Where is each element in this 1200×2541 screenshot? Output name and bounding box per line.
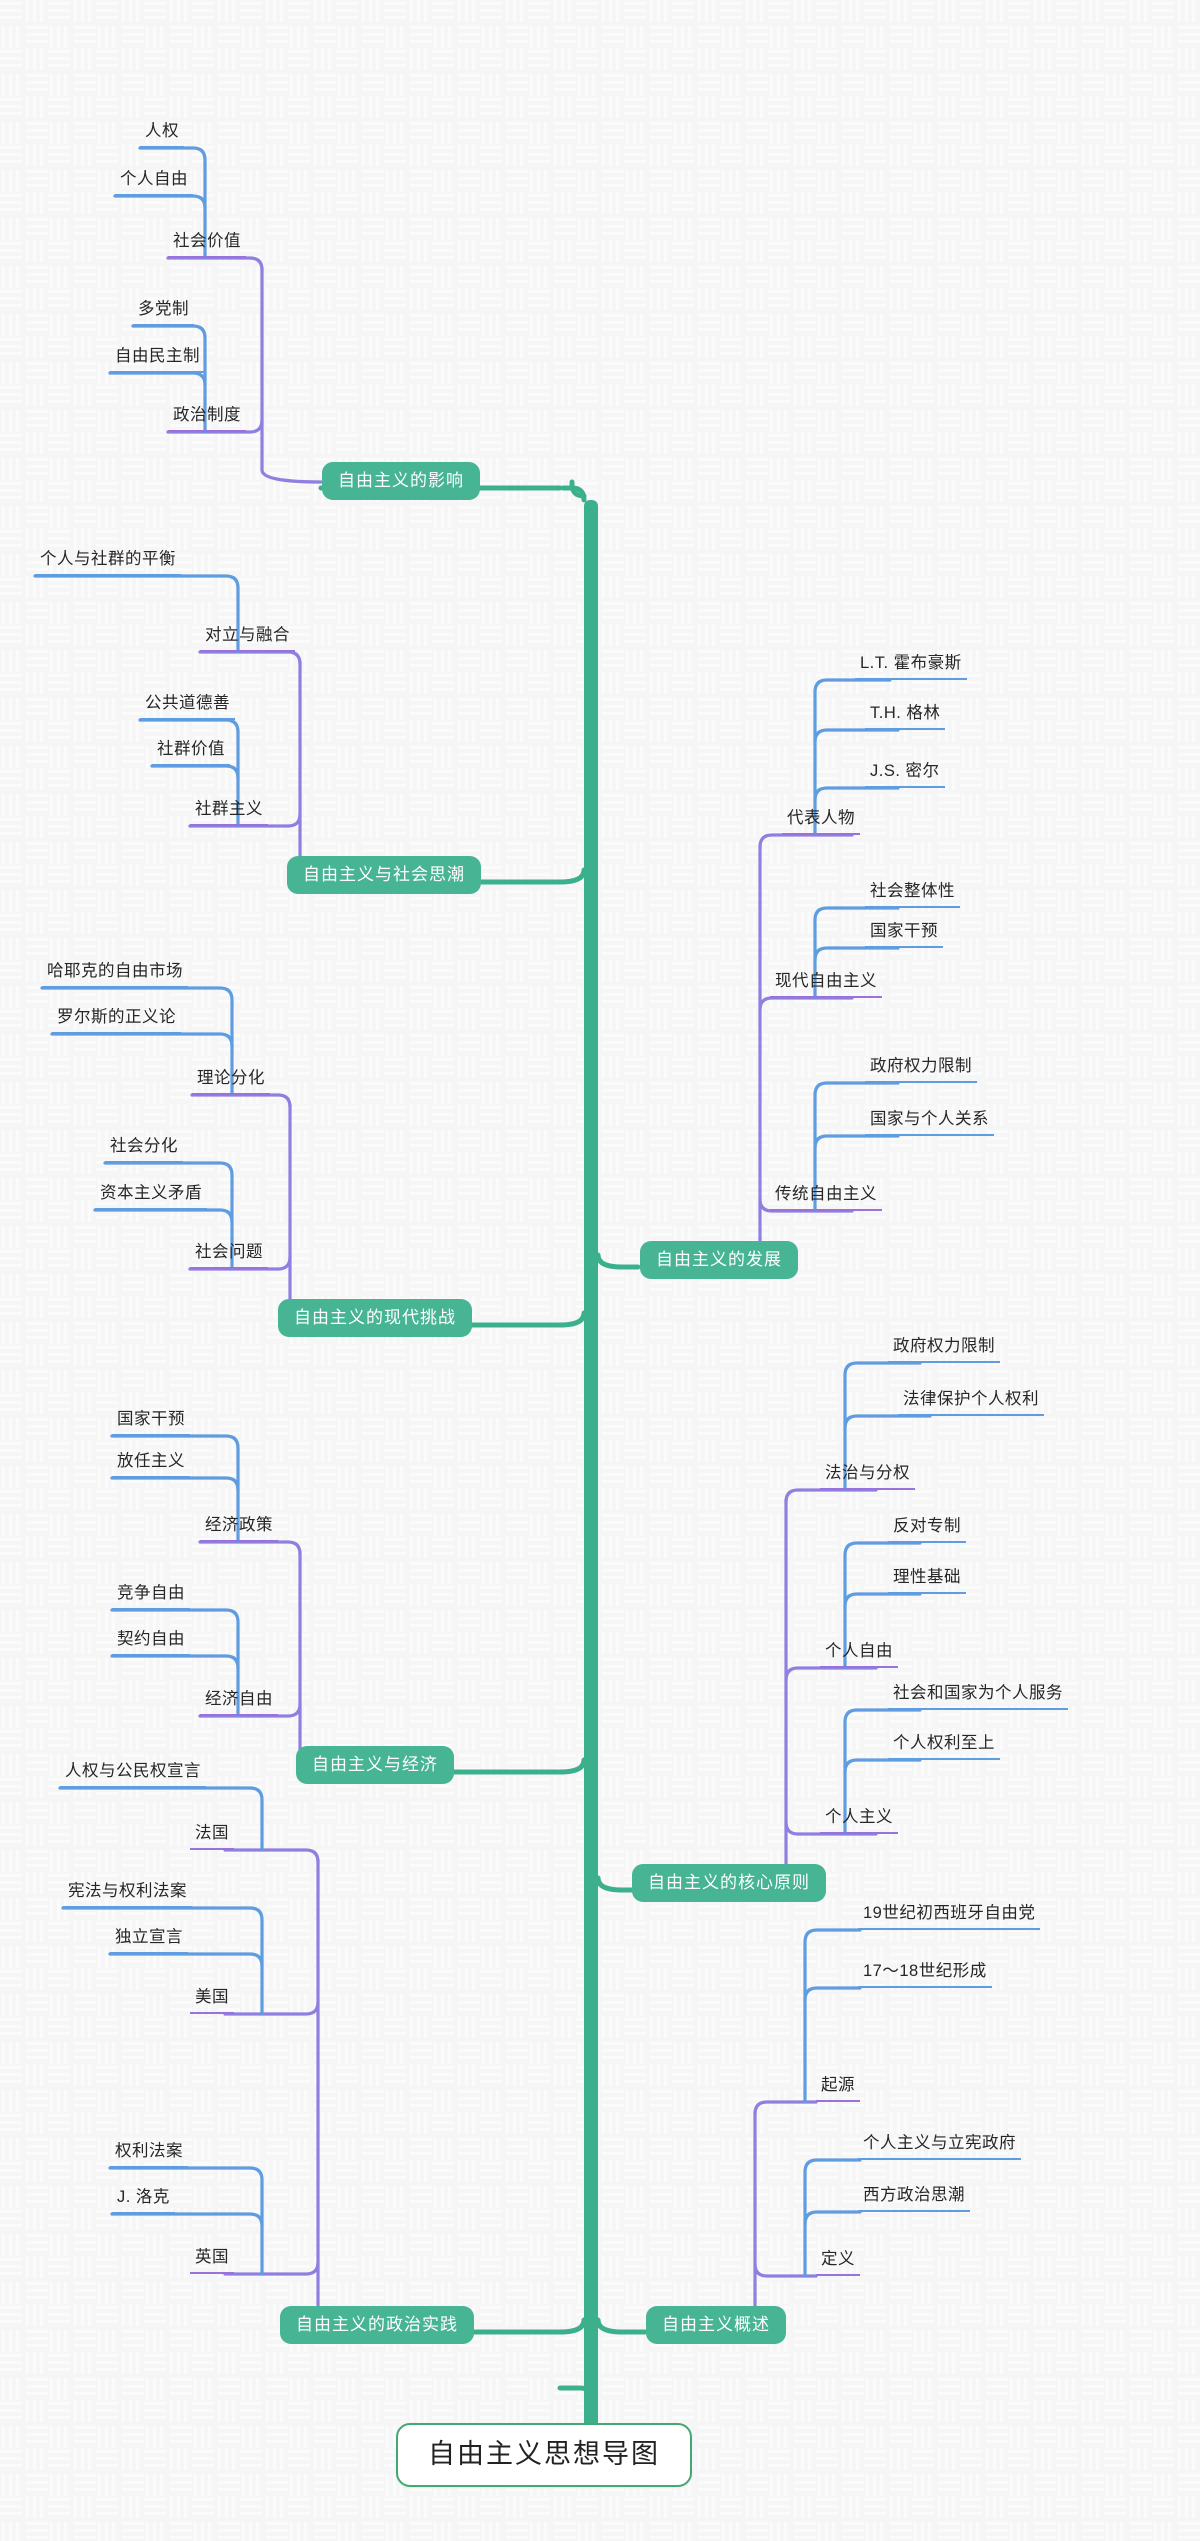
leaf-node-js-mill[interactable]: J.S. 密尔 [865, 762, 945, 788]
leaf-node-17-18-century[interactable]: 17～18世纪形成 [858, 1962, 992, 1988]
leaf-node-declaration-independence[interactable]: 独立宣言 [110, 1928, 188, 1954]
leaf-node-rational-basis[interactable]: 理性基础 [888, 1568, 966, 1594]
leaf-node-community-value[interactable]: 社群价值 [152, 740, 230, 766]
leaf-node-gov-power-limit-dev[interactable]: 政府权力限制 [865, 1057, 977, 1083]
sub-node-usa[interactable]: 美国 [190, 1988, 234, 2014]
leaf-node-rawls-justice[interactable]: 罗尔斯的正义论 [52, 1008, 181, 1034]
leaf-node-social-wholeness[interactable]: 社会整体性 [865, 882, 960, 908]
leaf-node-spanish-liberal-party[interactable]: 19世纪初西班牙自由党 [858, 1904, 1041, 1930]
leaf-node-social-division[interactable]: 社会分化 [105, 1137, 183, 1163]
topic-node-political-practice[interactable]: 自由主义的政治实践 [280, 2306, 474, 2345]
leaf-node-contract-freedom[interactable]: 契约自由 [112, 1630, 190, 1656]
sub-node-economic-freedom[interactable]: 经济自由 [200, 1690, 278, 1716]
sub-node-france[interactable]: 法国 [190, 1824, 234, 1850]
leaf-node-liberal-democracy[interactable]: 自由民主制 [110, 347, 205, 373]
leaf-node-john-locke[interactable]: J. 洛克 [112, 2188, 175, 2214]
sub-node-social-value[interactable]: 社会价值 [168, 232, 246, 258]
leaf-node-society-serves-individual[interactable]: 社会和国家为个人服务 [888, 1684, 1068, 1710]
leaf-node-rights-supreme[interactable]: 个人权利至上 [888, 1734, 1000, 1760]
leaf-node-law-protects-rights[interactable]: 法律保护个人权利 [898, 1390, 1044, 1416]
leaf-node-individual-community-balance[interactable]: 个人与社群的平衡 [35, 550, 181, 576]
leaf-node-public-moral-good[interactable]: 公共道德善 [140, 694, 235, 720]
leaf-node-human-rights[interactable]: 人权 [140, 122, 184, 148]
root-node[interactable]: 自由主义思想导图 [396, 2423, 692, 2487]
leaf-node-individual-freedom[interactable]: 个人自由 [115, 170, 193, 196]
leaf-node-gov-power-limit[interactable]: 政府权力限制 [888, 1337, 1000, 1363]
leaf-node-capitalism-contradiction[interactable]: 资本主义矛盾 [95, 1184, 207, 1210]
sub-node-individualism[interactable]: 个人主义 [820, 1808, 898, 1834]
leaf-node-bill-of-rights[interactable]: 权利法案 [110, 2142, 188, 2168]
sub-node-rule-of-law[interactable]: 法治与分权 [820, 1464, 915, 1490]
topic-node-development[interactable]: 自由主义的发展 [640, 1241, 798, 1280]
leaf-node-constitution-bill-rights[interactable]: 宪法与权利法案 [63, 1882, 192, 1908]
sub-node-uk[interactable]: 英国 [190, 2248, 234, 2274]
sub-node-opposition-fusion[interactable]: 对立与融合 [200, 626, 295, 652]
leaf-node-hobhouse[interactable]: L.T. 霍布豪斯 [855, 654, 967, 680]
sub-node-theory-divergence[interactable]: 理论分化 [192, 1069, 270, 1095]
leaf-node-hayek-free-market[interactable]: 哈耶克的自由市场 [42, 962, 188, 988]
sub-node-definition[interactable]: 定义 [816, 2250, 860, 2276]
topic-node-economy[interactable]: 自由主义与经济 [296, 1746, 454, 1785]
leaf-node-multiparty[interactable]: 多党制 [133, 300, 194, 326]
topic-node-overview[interactable]: 自由主义概述 [646, 2306, 786, 2345]
leaf-node-laissez-faire[interactable]: 放任主义 [112, 1452, 190, 1478]
sub-node-communitarianism[interactable]: 社群主义 [190, 800, 268, 826]
sub-node-origin[interactable]: 起源 [816, 2076, 860, 2102]
sub-node-economic-policy[interactable]: 经济政策 [200, 1516, 278, 1542]
leaf-node-state-intervention-econ[interactable]: 国家干预 [112, 1410, 190, 1436]
topic-node-core-principles[interactable]: 自由主义的核心原则 [632, 1864, 826, 1903]
leaf-node-th-green[interactable]: T.H. 格林 [865, 704, 946, 730]
leaf-node-anti-autocracy[interactable]: 反对专制 [888, 1517, 966, 1543]
leaf-node-western-political-thought[interactable]: 西方政治思潮 [858, 2186, 970, 2212]
sub-node-classical-liberalism[interactable]: 传统自由主义 [770, 1185, 882, 1211]
sub-node-representative-figures[interactable]: 代表人物 [782, 809, 860, 835]
topic-node-modern-challenge[interactable]: 自由主义的现代挑战 [278, 1299, 472, 1338]
sub-node-modern-liberalism[interactable]: 现代自由主义 [770, 972, 882, 998]
leaf-node-individualism-constitutional-gov[interactable]: 个人主义与立宪政府 [858, 2134, 1021, 2160]
sub-node-social-problems[interactable]: 社会问题 [190, 1243, 268, 1269]
sub-node-political-system[interactable]: 政治制度 [168, 406, 246, 432]
sub-node-personal-liberty[interactable]: 个人自由 [820, 1642, 898, 1668]
leaf-node-competition-freedom[interactable]: 竞争自由 [112, 1584, 190, 1610]
topic-node-influence[interactable]: 自由主义的影响 [322, 462, 480, 501]
leaf-node-state-individual-relation[interactable]: 国家与个人关系 [865, 1110, 994, 1136]
topic-node-social-trends[interactable]: 自由主义与社会思潮 [287, 856, 481, 895]
leaf-node-declaration-rights-man[interactable]: 人权与公民权宣言 [60, 1762, 206, 1788]
leaf-node-state-intervention[interactable]: 国家干预 [865, 922, 943, 948]
